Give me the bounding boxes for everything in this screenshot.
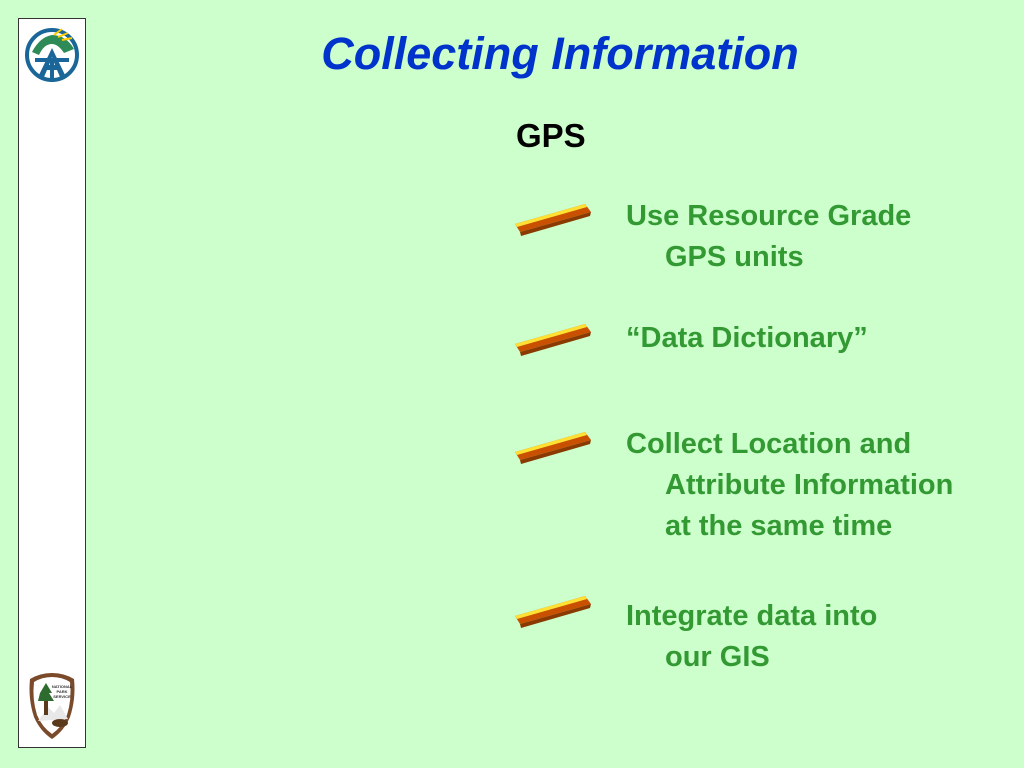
bullet-line: at the same time: [665, 510, 893, 542]
slide-title: Collecting Information: [321, 28, 799, 79]
appalachian-trail-logo-icon: [25, 28, 79, 82]
nps-logo-text-park: PARK: [56, 689, 67, 694]
nps-logo-text-national: NATIONAL: [52, 684, 73, 689]
pencil-bullet-icon: [515, 324, 591, 356]
nps-logo-text-service: SERVICE: [53, 694, 71, 699]
national-park-service-arrowhead-icon: NATIONAL PARK SERVICE: [29, 673, 75, 739]
bullet-line: our GIS: [665, 641, 770, 673]
bullet-line: Integrate data into: [626, 600, 878, 632]
pencil-bullet-icon: [515, 596, 591, 628]
bullet-line: “Data Dictionary”: [626, 322, 868, 354]
slide-subtitle: GPS: [516, 117, 586, 154]
pencil-bullet-icon: [515, 204, 591, 236]
pencil-bullet-icon: [515, 432, 591, 464]
bullet-line: GPS units: [665, 241, 804, 273]
bullet-line: Use Resource Grade: [626, 200, 912, 232]
logo-sidebar: NATIONAL PARK SERVICE: [18, 18, 86, 748]
bullet-line: Attribute Information: [665, 469, 954, 501]
bullet-line: Collect Location and: [626, 428, 912, 460]
